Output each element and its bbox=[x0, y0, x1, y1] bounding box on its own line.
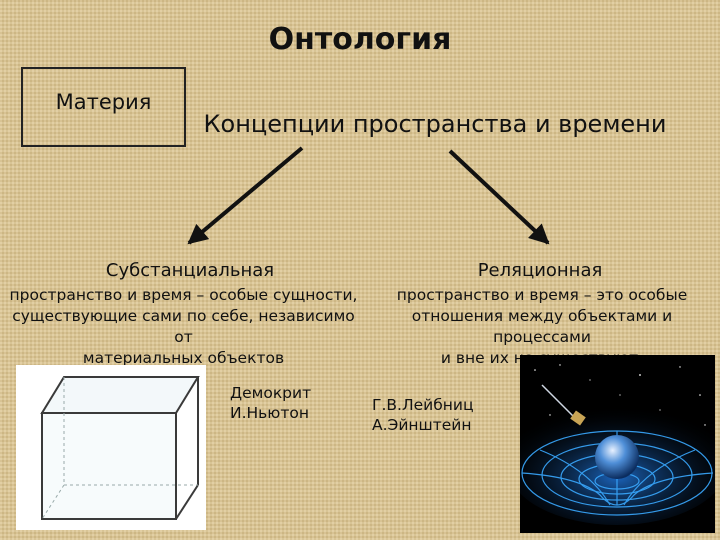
substantial-names: Демокрит И.Ньютон bbox=[230, 383, 311, 423]
glass-box-image bbox=[16, 365, 206, 530]
philosopher-name: А.Эйнштейн bbox=[372, 416, 472, 434]
philosopher-name: И.Ньютон bbox=[230, 404, 310, 422]
relational-names: Г.В.Лейбниц А.Эйнштейн bbox=[372, 395, 474, 435]
relational-description: пространство и время – это особые отноше… bbox=[364, 285, 720, 369]
substantial-title: Субстанциальная bbox=[105, 260, 275, 281]
philosopher-name: Г.В.Лейбниц bbox=[372, 396, 474, 414]
description-line: пространство и время – это особые bbox=[396, 286, 688, 304]
matter-box bbox=[21, 67, 186, 147]
arrow-right bbox=[448, 149, 550, 245]
substantial-description: пространство и время – особые сущности, … bbox=[2, 285, 365, 369]
matter-label: Материя bbox=[55, 90, 152, 114]
relational-title: Реляционная bbox=[477, 260, 603, 281]
description-line: материальных объектов bbox=[82, 349, 285, 367]
description-line: пространство и время – особые сущности, bbox=[9, 286, 358, 304]
arrow-left bbox=[187, 146, 304, 245]
philosopher-name: Демокрит bbox=[230, 384, 312, 402]
spacetime-curvature-image bbox=[520, 355, 715, 533]
description-line: существующие сами по себе, независимо от bbox=[12, 307, 355, 346]
description-line: отношения между объектами и процессами bbox=[411, 307, 673, 346]
page-title: Онтология bbox=[268, 22, 452, 57]
concepts-heading: Концепции пространства и времени bbox=[203, 110, 667, 138]
